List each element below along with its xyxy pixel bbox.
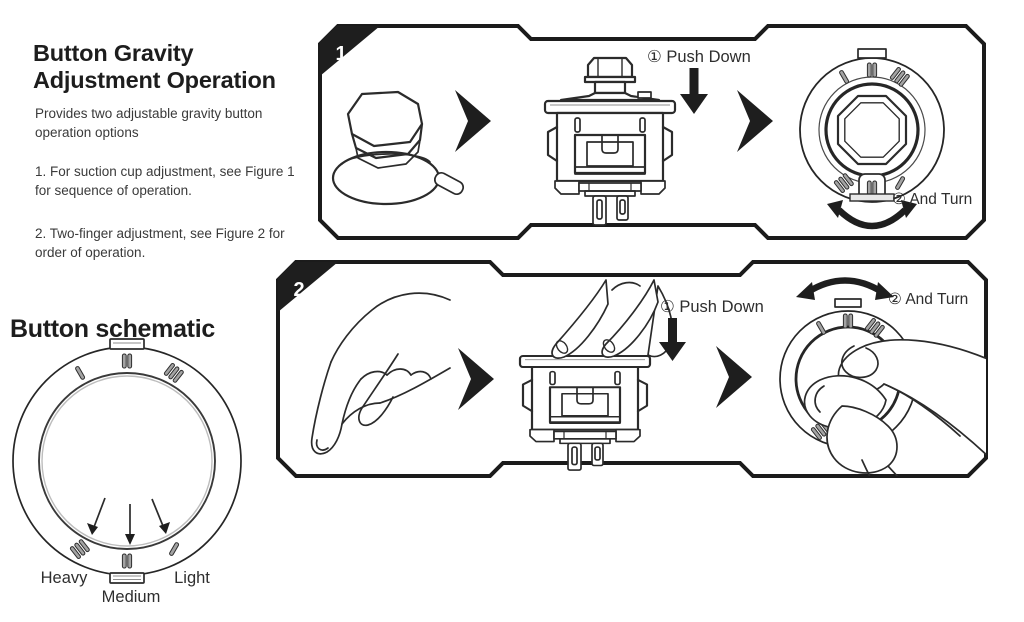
schematic-ring xyxy=(12,338,242,584)
figure1-panel: 1 ① Push Down xyxy=(318,24,986,240)
hand-turn-illustration xyxy=(803,339,986,476)
arrow-down-icon xyxy=(659,318,686,361)
figure1-turn-label: ② And Turn xyxy=(892,191,972,208)
button-schematic-diagram: Heavy Medium Light xyxy=(12,338,242,606)
tick-mark-heavy-top xyxy=(163,362,185,384)
figure2-panel: 2 ① Push Down xyxy=(276,260,988,478)
rotate-arrows-icon xyxy=(827,200,917,230)
intro-step-2: 2. Two-finger adjustment, see Figure 2 f… xyxy=(35,225,285,261)
tick-mark-light-bottom xyxy=(168,541,180,557)
figure1-number: 1 xyxy=(335,43,346,65)
schematic-heading: Button schematic xyxy=(10,314,215,343)
arrow-down-icon xyxy=(680,68,708,114)
tick-mark-medium-bottom xyxy=(121,553,133,569)
tick-mark-heavy-bottom xyxy=(69,538,91,560)
label-light: Light xyxy=(174,569,210,587)
dial-top-view-illustration xyxy=(799,48,945,230)
tick-mark-medium-top xyxy=(121,353,133,369)
fingers-press-illustration xyxy=(551,279,674,359)
bottom-tab xyxy=(109,572,145,584)
page-title: Button Gravity Adjustment Operation xyxy=(33,39,276,94)
hand-pinch-illustration xyxy=(310,292,451,455)
rotate-arrows-icon xyxy=(796,277,894,300)
top-tab xyxy=(834,298,862,308)
pointer-arrows xyxy=(87,497,170,545)
figure1-badge xyxy=(320,26,380,76)
intro-subtitle: Provides two adjustable gravity button o… xyxy=(35,105,263,141)
top-tab xyxy=(857,48,887,59)
figure1-push-label: ① Push Down xyxy=(647,48,751,66)
tick-mark-light-top xyxy=(74,365,86,381)
suction-cup-tool-illustration xyxy=(331,90,465,206)
label-medium: Medium xyxy=(102,588,161,606)
figure2-number: 2 xyxy=(293,279,304,301)
figure2-push-label: ① Push Down xyxy=(660,298,764,316)
figure2-turn-label: ② And Turn xyxy=(888,291,968,308)
intro-step-1: 1. For suction cup adjustment, see Figur… xyxy=(35,163,295,199)
figure2-badge xyxy=(278,262,338,312)
label-heavy: Heavy xyxy=(41,569,89,587)
top-tab xyxy=(109,338,145,350)
